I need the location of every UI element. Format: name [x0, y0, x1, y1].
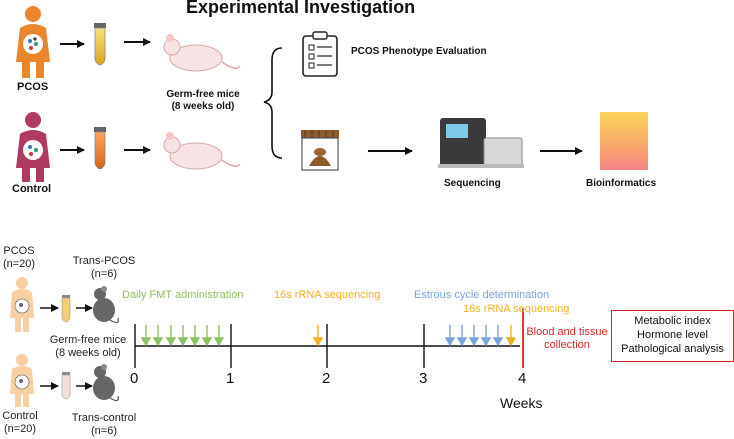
estrous-arrows: [444, 325, 504, 347]
rrna-label-week2: 16s rRNA sequencing: [274, 289, 381, 301]
control-woman-icon: [16, 112, 50, 182]
tick-label-0: 0: [130, 370, 139, 387]
control-label: Control: [12, 183, 52, 195]
blood-line2: collection: [544, 339, 590, 351]
clipboard-icon: [302, 31, 338, 77]
pcos-sample-tube-icon: [94, 23, 106, 66]
rrna-arrow-week2: [312, 325, 324, 347]
page-title: Experimental Investigation: [186, 0, 416, 17]
phenotype-label: PCOS Phenotype Evaluation: [351, 46, 487, 57]
mice-label: Germ-free mice (8 weeks old): [158, 89, 248, 113]
bottom-control-line2: (n=20): [3, 423, 37, 435]
tick-label-1: 1: [226, 370, 235, 387]
result-hormone: Hormone level: [637, 329, 708, 341]
bottom-pcos-line1: PCOS: [3, 245, 35, 257]
trans-pcos-line2: (n=6): [91, 268, 117, 280]
pcos-woman-icon: [16, 6, 50, 78]
trans-control-mouse-icon: [93, 364, 119, 402]
bottom-control-label: Control (n=20): [0, 410, 40, 436]
bottom-mice-line2: (8 weeks old): [55, 347, 121, 359]
sequencer-icon: [438, 118, 524, 168]
bottom-mice-line1: Germ-free mice: [49, 334, 127, 346]
mice-label-line2: (8 weeks old): [171, 101, 235, 112]
rrna-arrow-week4: [505, 325, 517, 347]
weeks-label: Weeks: [500, 395, 543, 411]
trans-control-label: Trans-control (n=6): [64, 412, 144, 438]
control-mouse-icon: [163, 132, 241, 170]
fmt-arrows: [140, 325, 225, 347]
tick-label-2: 2: [322, 370, 331, 387]
tick-label-4: 4: [518, 370, 527, 387]
trans-pcos-mouse-icon: [93, 286, 119, 324]
control-sample-tube-icon: [94, 127, 106, 170]
trans-control-line1: Trans-control: [71, 412, 137, 424]
fmt-label: Daily FMT administration: [122, 289, 244, 301]
bottom-pcos-label: PCOS (n=20): [0, 245, 38, 271]
stool-jar-icon: [301, 130, 339, 171]
trans-control-line2: (n=6): [91, 425, 117, 437]
mice-label-line1: Germ-free mice: [166, 89, 240, 100]
bottom-control-line1: Control: [2, 410, 38, 422]
result-pathology: Pathological analysis: [621, 343, 724, 355]
control-small-tube-icon: [61, 372, 71, 400]
bottom-mice-label: Germ-free mice (8 weeks old): [46, 334, 130, 360]
pcos-label: PCOS: [17, 81, 49, 93]
trans-pcos-label: Trans-PCOS (n=6): [66, 255, 142, 281]
bottom-pcos-line2: (n=20): [2, 258, 36, 270]
curly-brace: [263, 47, 283, 159]
result-metabolic: Metabolic index: [634, 315, 711, 327]
rrna-label-week4: 16s rRNA sequencing: [463, 303, 570, 315]
pcos-small-tube-icon: [61, 295, 71, 323]
sequencing-label: Sequencing: [444, 178, 501, 189]
blood-collection-label: Blood and tissue collection: [524, 326, 610, 352]
result-box: Metabolic index Hormone level Pathologic…: [611, 310, 734, 362]
blood-line1: Blood and tissue: [526, 326, 608, 338]
pcos-patient-icon: [10, 277, 34, 332]
pcos-mouse-icon: [163, 34, 241, 72]
bioinformatics-block: [600, 112, 648, 170]
estrous-label: Estrous cycle determination: [414, 289, 550, 301]
tick-label-3: 3: [419, 370, 428, 387]
bioinformatics-label: Bioinformatics: [586, 178, 657, 189]
control-patient-icon: [10, 354, 34, 407]
trans-pcos-line1: Trans-PCOS: [72, 255, 136, 267]
